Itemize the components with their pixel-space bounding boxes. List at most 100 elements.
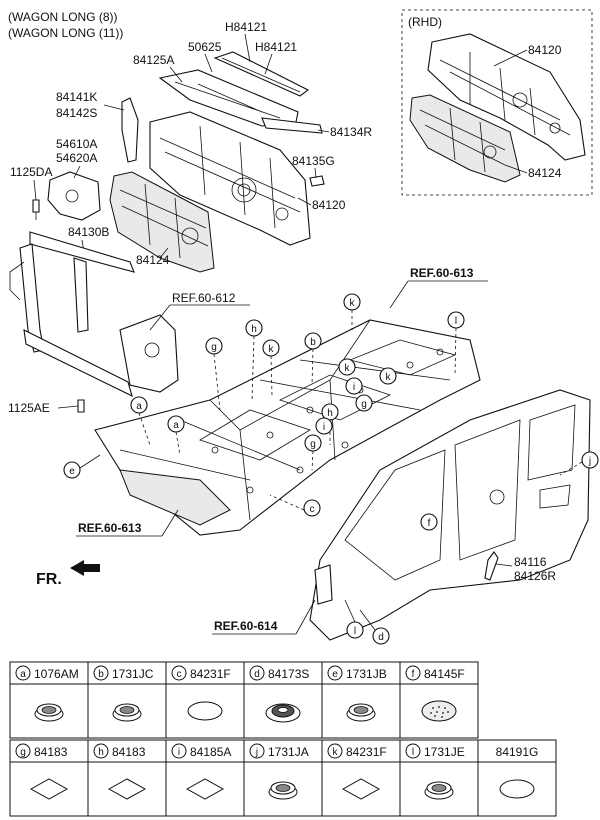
clip-84135G — [309, 175, 325, 187]
callout-j-1: j — [581, 451, 599, 469]
legend-part-number: 84183 — [112, 745, 146, 759]
upper-crossmember — [29, 231, 135, 273]
legend-letter: l — [412, 747, 414, 758]
legend-part-number: 84231F — [346, 745, 387, 759]
a-pillar-lower — [314, 564, 333, 605]
callout-e-1: e — [63, 461, 81, 479]
ref-60-612: REF.60-612 — [172, 291, 236, 305]
rhd-dash-panel-84120 — [427, 33, 586, 161]
legend-letter: d — [254, 669, 260, 680]
label-1125AE: 1125AE — [8, 401, 50, 415]
legend-part-number: 1731JE — [424, 745, 465, 759]
legend-cell-f-84145F: f 84145F — [399, 661, 479, 739]
legend-letter-circle — [249, 743, 265, 759]
svg-text:b: b — [310, 337, 316, 348]
strip-84134R — [261, 117, 323, 134]
svg-text:g: g — [310, 439, 316, 450]
rhd-label: (RHD) — [408, 15, 442, 29]
legend-letter: a — [20, 669, 26, 680]
callout-k-1: k — [262, 339, 280, 357]
rhd-inset-frame — [401, 9, 593, 196]
legend-letter: j — [255, 747, 258, 758]
front-arrow-icon — [70, 560, 100, 576]
ref-60-613-bottom[interactable]: REF.60-613 — [78, 521, 142, 535]
model-line-2: (WAGON LONG (11)) — [8, 26, 123, 40]
legend-letter-circle — [405, 743, 421, 759]
legend-letter-circle — [327, 743, 343, 759]
plug-round-icon — [424, 781, 454, 800]
ref-60-613-top[interactable]: REF.60-613 — [410, 266, 474, 280]
label-84142S: 84142S — [56, 106, 97, 120]
legend-letter-circle — [405, 665, 421, 681]
legend-letter: e — [332, 669, 338, 680]
svg-text:d: d — [378, 632, 384, 643]
callout-f-1: f — [420, 513, 438, 531]
svg-text:e: e — [69, 466, 75, 477]
label-54620A: 54620A — [56, 151, 97, 165]
rhd-inset: (RHD) 84120 84124 — [401, 9, 593, 196]
pad-diamond-icon — [29, 778, 69, 800]
svg-text:h: h — [251, 324, 257, 335]
svg-text:a: a — [136, 401, 142, 412]
label-84120-rhd: 84120 — [528, 43, 562, 57]
callout-i-2: i — [315, 417, 333, 435]
pad-diamond-icon — [185, 778, 225, 800]
label-84141K: 84141K — [56, 90, 97, 104]
radiator-support — [9, 231, 179, 413]
callout-b-1: b — [304, 332, 322, 350]
legend-letter-circle — [93, 665, 109, 681]
callout-d-1: d — [372, 627, 390, 645]
callout-i-1: i — [345, 377, 363, 395]
plug-dotted-icon — [421, 700, 457, 722]
label-h84121-top: H84121 — [225, 20, 267, 34]
svg-text:g: g — [211, 342, 217, 353]
plug-round-icon — [268, 781, 298, 800]
pad-diamond-icon — [107, 778, 147, 800]
label-84124: 84124 — [136, 253, 170, 267]
svg-text:f: f — [428, 518, 431, 529]
plug-round-icon — [34, 703, 64, 722]
label-84135G: 84135G — [292, 154, 335, 168]
front-floor-crossmember — [119, 469, 231, 526]
legend-part-number: 1731JC — [112, 667, 154, 681]
svg-text:k: k — [386, 372, 392, 383]
plug-round-icon — [346, 703, 376, 722]
label-84124-rhd: 84124 — [528, 166, 562, 180]
legend-letter-circle — [171, 743, 187, 759]
callout-a-2: a — [167, 415, 185, 433]
legend-letter-circle — [249, 665, 265, 681]
bolt-1125AE — [77, 399, 85, 413]
svg-text:h: h — [327, 408, 333, 419]
grommet-ribbed-icon — [265, 703, 301, 723]
label-84116: 84116 — [514, 555, 547, 569]
callout-k-4: k — [379, 367, 397, 385]
door-opening-rear — [454, 419, 521, 561]
svg-text:c: c — [310, 504, 315, 515]
rhd-insulator-84124 — [409, 94, 521, 183]
legend-part-number: 1731JB — [346, 667, 387, 681]
legend-letter-circle — [171, 665, 187, 681]
ref-60-614[interactable]: REF.60-614 — [214, 619, 278, 633]
legend-part-number: 84231F — [190, 667, 231, 681]
callout-l-1: l — [447, 311, 465, 329]
label-84120: 84120 — [312, 198, 346, 212]
legend-part-number: 84191G — [496, 745, 539, 759]
svg-text:k: k — [269, 344, 275, 355]
callout-a-1: a — [130, 396, 148, 414]
label-1125DA: 1125DA — [10, 165, 52, 179]
legend-part-number: 84145F — [424, 667, 465, 681]
callout-c-1: c — [303, 499, 321, 517]
legend-letter: f — [412, 669, 415, 680]
body-side — [309, 389, 591, 641]
legend-letter-circle — [15, 743, 31, 759]
label-84126R: 84126R — [514, 569, 556, 583]
legend-part-number: 84185A — [190, 745, 231, 759]
callout-h-1: h — [245, 319, 263, 337]
